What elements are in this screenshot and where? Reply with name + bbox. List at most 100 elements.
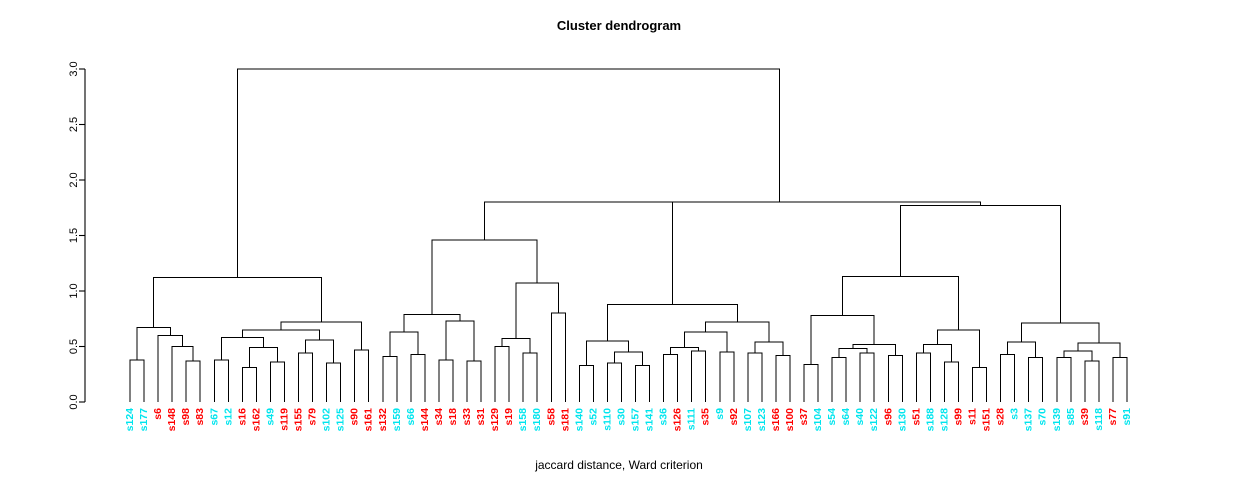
leaf-label: s126 [672, 408, 684, 432]
dendrogram-link [578, 201, 981, 206]
dendrogram-link [1007, 341, 1037, 358]
dendrogram-link [1112, 357, 1128, 402]
leaf-label: s36 [658, 408, 670, 426]
dendrogram-link [705, 321, 770, 343]
leaf-label: s52 [587, 408, 599, 426]
dendrogram-link [280, 321, 363, 350]
leaf-label: s122 [868, 408, 880, 432]
dendrogram-link [501, 338, 531, 354]
leaf-label: s30 [615, 408, 627, 426]
dendrogram-link [410, 353, 426, 402]
leaf-label: s31 [475, 408, 487, 426]
leaf-label: s137 [1023, 408, 1035, 432]
dendrogram-link [522, 352, 538, 402]
leaf-label: s139 [1051, 408, 1063, 432]
dendrogram-link [515, 282, 559, 339]
dendrogram-link [136, 327, 171, 360]
dendrogram-link [403, 313, 461, 333]
dendrogram-link [775, 354, 791, 402]
y-axis-tick-label: 0.5 [68, 339, 80, 354]
dendrogram-link [810, 314, 875, 365]
leaf-label: s12 [222, 408, 234, 426]
dendrogram-link [943, 361, 959, 402]
dendrogram-link [578, 364, 594, 402]
dendrogram-link [719, 351, 735, 402]
y-axis: 0.00.51.01.52.02.53.0 [68, 61, 86, 410]
leaf-label: s92 [728, 408, 740, 426]
dendrogram-link [157, 334, 184, 402]
leaf-label: s11 [967, 408, 979, 425]
page-title: Cluster dendrogram [556, 18, 682, 33]
dendrogram-link [153, 277, 322, 328]
dendrogram-link [915, 352, 931, 402]
dendrogram-link [1084, 360, 1100, 402]
leaf-label: s110 [601, 408, 613, 431]
dendrogram-link [684, 331, 728, 353]
leaf-label: s33 [461, 408, 473, 426]
leaf-label: s64 [840, 408, 852, 426]
leaf-label: s85 [1065, 408, 1077, 426]
dendrogram-link [241, 367, 257, 402]
leaf-label: s66 [405, 408, 417, 426]
dendrogram-link [220, 337, 264, 360]
y-axis-tick-label: 2.5 [68, 117, 80, 132]
dendrogram-link [887, 354, 903, 402]
leaf-label: s118 [1093, 408, 1105, 431]
dendrogram-link [635, 364, 651, 402]
dendrogram-link [1056, 357, 1072, 402]
leaf-label: s67 [208, 408, 220, 426]
leaf-label: s144 [419, 408, 431, 432]
leaf-label: s96 [882, 408, 894, 426]
y-axis-tick-label: 0.0 [68, 394, 80, 409]
leaf-label: s54 [826, 408, 838, 426]
dendrogram-link [1028, 357, 1044, 402]
leaf-label: s58 [545, 408, 557, 426]
leaf-label: s157 [630, 408, 642, 432]
dendrogram-link [438, 359, 454, 402]
dendrogram-link [305, 339, 335, 364]
dendrogram-link [900, 205, 1061, 324]
leaf-label: s111 [686, 408, 698, 430]
leaf-label: s28 [995, 408, 1007, 426]
y-axis-tick-label: 1.5 [68, 228, 80, 243]
dendrogram-link [972, 367, 988, 402]
leaf-label: s128 [938, 408, 950, 432]
dendrogram-branches [129, 68, 1128, 402]
leaf-label: s155 [293, 408, 305, 432]
leaf-label: s129 [489, 408, 501, 432]
dendrogram-link [466, 360, 482, 402]
dendrogram-link [585, 340, 629, 366]
dendrogram-link [241, 329, 321, 340]
leaf-label: s40 [854, 408, 866, 426]
leaf-label: s159 [391, 408, 403, 432]
dendrogram-link [237, 68, 780, 278]
leaf-label: s141 [644, 408, 656, 432]
leaf-label: s148 [166, 408, 178, 432]
dendrogram-link [298, 352, 314, 402]
leaf-label: s19 [503, 408, 515, 426]
leaf-label: s98 [180, 408, 192, 426]
dendrogram-link [431, 239, 538, 315]
leaf-label: s18 [447, 408, 459, 426]
dendrogram-link [213, 359, 229, 402]
dendrogram-link [129, 359, 145, 402]
leaf-label: s140 [573, 408, 585, 432]
y-axis-tick-label: 1.0 [68, 283, 80, 298]
leaf-label: s6 [152, 408, 164, 420]
leaf-label: s158 [517, 408, 529, 432]
leaf-label: s83 [194, 408, 206, 426]
dendrogram-link [494, 346, 510, 402]
leaf-label: s151 [981, 408, 993, 432]
leaf-label: s177 [138, 408, 150, 432]
leaf-label: s100 [784, 408, 796, 432]
leaf-label: s125 [335, 408, 347, 432]
leaf-label: s39 [1079, 408, 1091, 426]
dendrogram-link [484, 201, 673, 305]
dendrogram-link [389, 331, 419, 357]
dendrogram-link [747, 352, 763, 402]
leaf-label: s107 [742, 408, 754, 432]
dendrogram-link [842, 276, 959, 330]
leaf-label: s104 [812, 408, 824, 432]
